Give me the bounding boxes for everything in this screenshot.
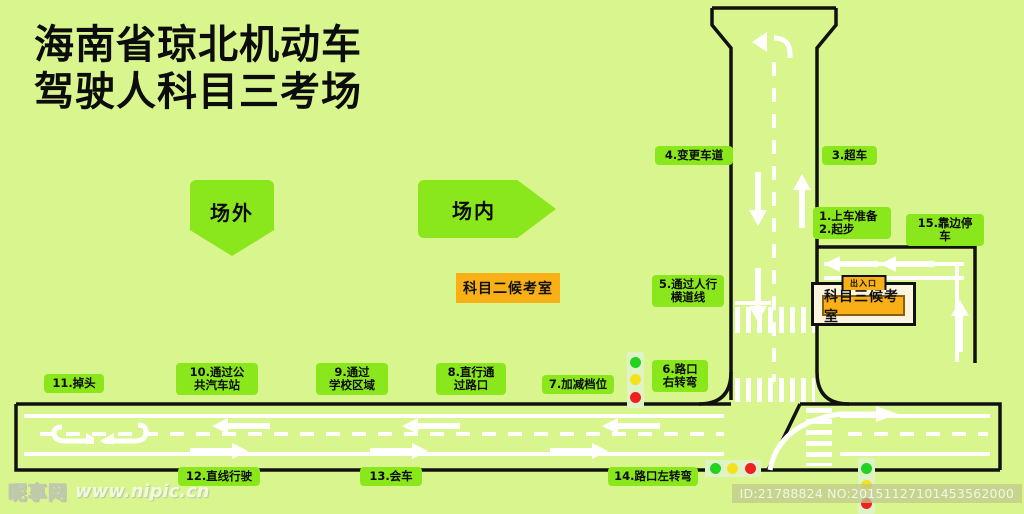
entrance-exit-tab: 出入口 bbox=[841, 275, 886, 290]
subject3-waiting-room-label: 科目三候考室 bbox=[822, 289, 905, 325]
station-label-5: 5.通过人行 横道线 bbox=[652, 275, 724, 307]
station-label-1-2: 1.上车准备 2.起步 bbox=[813, 207, 891, 239]
traffic-light-bottom-horizontal bbox=[705, 460, 761, 477]
direction-arrow-down-1 bbox=[749, 172, 767, 226]
lamp-yellow bbox=[727, 463, 739, 474]
bottom-arrow-right-1 bbox=[190, 443, 248, 459]
subject2-waiting-room: 科目二候考室 bbox=[456, 273, 560, 303]
station-label-12: 12.直线行驶 bbox=[178, 467, 260, 486]
traffic-light-intersection-vertical bbox=[627, 352, 644, 408]
station-label-14: 14.路口左转弯 bbox=[608, 467, 698, 486]
uturn-arc-top bbox=[773, 35, 793, 58]
lamp-red bbox=[630, 391, 641, 403]
inside-area-label: 场内 bbox=[452, 198, 496, 223]
road-edge-right-loop bbox=[817, 245, 977, 363]
bottom-arrow-left-2 bbox=[402, 418, 460, 434]
station-label-13: 13.会车 bbox=[360, 467, 422, 486]
crosswalk-intersection-east bbox=[806, 408, 832, 466]
crosswalk-vertical-road bbox=[735, 307, 815, 333]
page-title: 海南省琼北机动车 驾驶人科目三考场 bbox=[34, 22, 362, 116]
road-edge-bottom-right bbox=[800, 402, 1002, 470]
station-label-4: 4.变更车道 bbox=[655, 146, 733, 165]
road-edge-vertical-right bbox=[815, 8, 838, 247]
crosswalk-intersection-south bbox=[735, 378, 815, 402]
loop-edge-line-bottom bbox=[824, 276, 964, 280]
bottom-arrow-right-2 bbox=[370, 443, 428, 459]
bottom-road-edge-top bbox=[24, 414, 724, 418]
station-label-9: 9.通过 学校区域 bbox=[316, 363, 388, 395]
stop-bar-vertical-road bbox=[735, 301, 771, 305]
watermark: 昵享网 www.nipic.cn bbox=[7, 478, 210, 505]
bottom-arrow-right-3 bbox=[550, 443, 608, 459]
station-label-8: 8.直行通 过路口 bbox=[436, 363, 506, 395]
outside-area-label: 场外 bbox=[210, 200, 254, 225]
station-label-15: 15.靠边停车 bbox=[906, 214, 984, 246]
bottom-road-right-center-dash bbox=[848, 432, 988, 436]
lamp-red bbox=[744, 463, 756, 474]
road-edge-vertical-left bbox=[710, 8, 733, 400]
station-label-7: 7.加减档位 bbox=[542, 375, 614, 394]
corner-curve-left bbox=[698, 371, 733, 406]
road-edge-bottom-left bbox=[14, 404, 160, 472]
lamp-yellow bbox=[630, 374, 641, 386]
subject3-waiting-room: 出入口 科目三候考室 bbox=[811, 275, 916, 326]
lamp-green bbox=[630, 357, 641, 369]
subject2-waiting-room-label: 科目二候考室 bbox=[463, 281, 553, 297]
ramp-guide-line bbox=[767, 411, 880, 471]
station-label-3: 3.超车 bbox=[822, 146, 877, 165]
bottom-road-center-dash bbox=[40, 432, 724, 436]
corner-curve-right bbox=[815, 247, 850, 406]
station-label-6: 6.路口 右转弯 bbox=[652, 360, 708, 392]
watermark-logo: 昵享网 bbox=[7, 482, 69, 505]
image-id-bar: ID:21788824 NO:20151127101453562000 bbox=[731, 484, 1022, 503]
bottom-arrow-left-1 bbox=[212, 418, 270, 434]
station-label-10: 10.通过公 共汽车站 bbox=[176, 363, 258, 395]
loop-arrow-left-1 bbox=[880, 256, 934, 272]
uturn-arrow-2 bbox=[100, 422, 149, 444]
uturn-arrow-left-end bbox=[51, 424, 94, 444]
uturn-arrow-head-top bbox=[752, 32, 767, 52]
bottom-arrow-left-3 bbox=[602, 418, 660, 434]
bottom-road-right-edge-top bbox=[840, 414, 990, 418]
bottom-road-right-edge-bottom bbox=[840, 452, 990, 456]
loop-arrow-left-2 bbox=[824, 256, 878, 272]
loop-arrow-up bbox=[951, 300, 969, 352]
lamp-red bbox=[861, 497, 872, 509]
direction-arrow-up-1 bbox=[793, 174, 811, 228]
lane-divider-vertical bbox=[772, 62, 776, 382]
lamp-green bbox=[861, 463, 872, 475]
watermark-url: www.nipic.cn bbox=[75, 481, 210, 502]
station-label-11: 11.掉头 bbox=[44, 374, 104, 393]
lamp-green bbox=[710, 463, 722, 474]
